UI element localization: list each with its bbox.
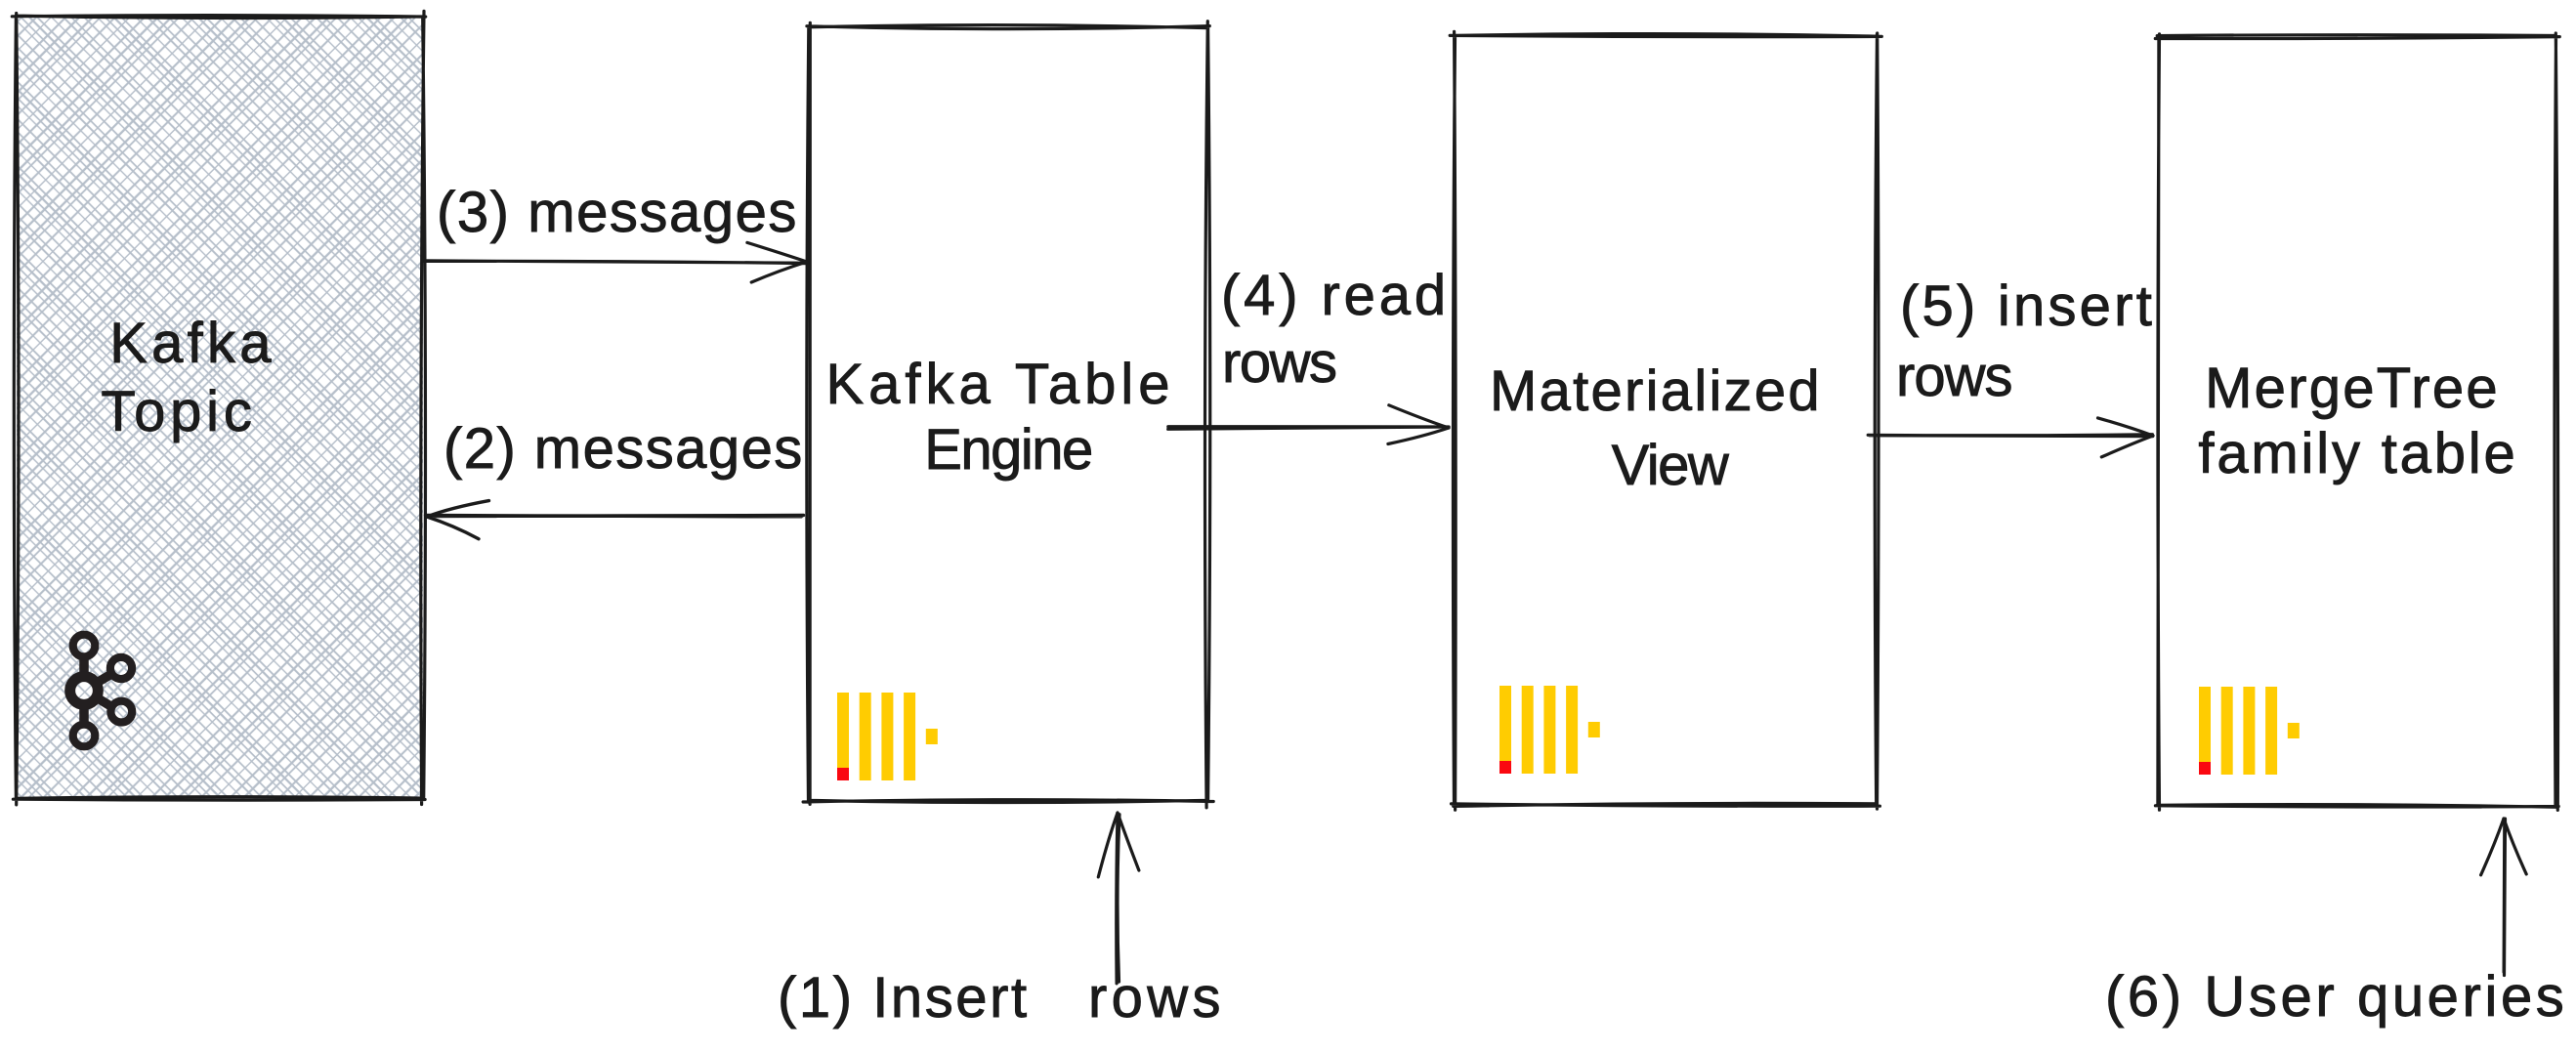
svg-text:Engine: Engine: [924, 418, 1092, 482]
svg-text:(2) messages: (2) messages: [443, 417, 804, 481]
svg-text:Topic: Topic: [101, 380, 256, 443]
svg-text:(6) User queries: (6) User queries: [2105, 965, 2567, 1029]
svg-text:View: View: [1612, 434, 1730, 497]
svg-text:(4) read: (4) read: [1221, 264, 1450, 327]
svg-text:(5) insert: (5) insert: [1900, 274, 2155, 338]
svg-text:(3) messages: (3) messages: [437, 181, 798, 244]
svg-text:rows: rows: [1088, 966, 1225, 1030]
svg-text:MergeTree: MergeTree: [2205, 357, 2500, 420]
svg-text:family table: family table: [2198, 422, 2517, 485]
svg-text:Kafka: Kafka: [109, 312, 275, 375]
svg-text:(1) Insert: (1) Insert: [778, 966, 1030, 1030]
svg-text:rows: rows: [1896, 345, 2011, 408]
svg-text:Materialized: Materialized: [1490, 359, 1822, 423]
svg-text:rows: rows: [1222, 331, 1335, 395]
svg-text:Kafka Table: Kafka Table: [825, 353, 1174, 416]
